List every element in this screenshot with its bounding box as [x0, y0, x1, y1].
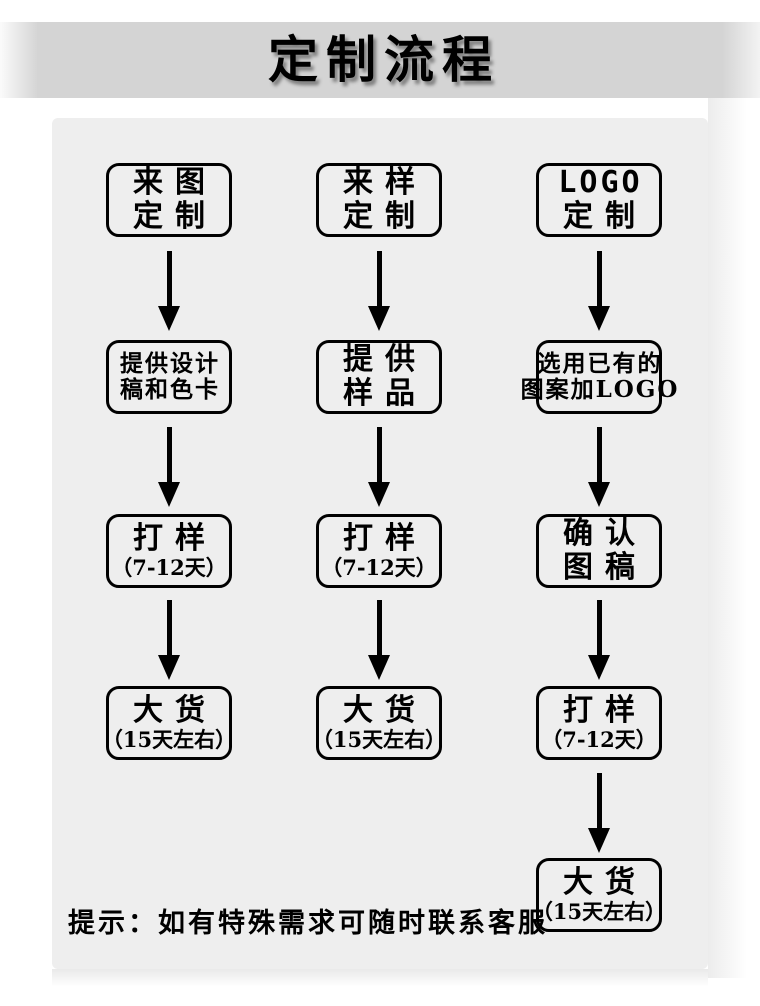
step-label: 来样	[343, 165, 427, 201]
title-banner: 定制流程	[0, 22, 760, 98]
flow-step-box: 确认 图稿	[536, 514, 662, 588]
step-label: 来图	[133, 165, 217, 201]
flow-step-box: 大货 （15天左右）	[102, 686, 236, 760]
down-arrow-icon	[588, 773, 610, 853]
bottom-edge-fade	[52, 969, 708, 991]
flow-step-box: 提供设计 稿和色卡	[106, 340, 232, 414]
step-label: LOGO	[558, 165, 643, 201]
step-duration: （15天左右）	[101, 727, 237, 753]
step-duration: （15天左右）	[311, 727, 447, 753]
step-label: 确认	[563, 516, 647, 552]
step-duration: （7-12天）	[321, 555, 437, 581]
down-arrow-icon	[158, 600, 180, 680]
step-label: 样品	[343, 376, 427, 411]
step-label: 图案加LOGO	[520, 376, 680, 403]
flow-step-box: 大货 （15天左右）	[532, 858, 666, 932]
down-arrow-icon	[158, 427, 180, 507]
down-arrow-icon	[368, 600, 390, 680]
down-arrow-icon	[588, 251, 610, 331]
step-label: 提供设计	[120, 350, 220, 378]
page-title: 定制流程	[268, 30, 500, 89]
step-label: 大货	[133, 693, 217, 729]
step-label: 图稿	[563, 550, 647, 585]
step-label: 打样	[133, 521, 217, 557]
step-duration: （7-12天）	[111, 555, 227, 581]
flowchart-panel: 来图 定制 提供设计 稿和色卡 打样 （7-12天） 大货 （15天左右） 来样…	[52, 118, 708, 969]
step-label: 定制	[343, 199, 427, 234]
flow-step-box: 打样 （7-12天）	[316, 514, 442, 588]
step-duration: （15天左右）	[531, 899, 667, 925]
step-label: 定制	[133, 199, 217, 234]
flow-column-logo: LOGO 定制 选用已有的 图案加LOGO 确认 图稿 打样 （7-12天） 大…	[494, 163, 704, 932]
down-arrow-icon	[588, 600, 610, 680]
down-arrow-icon	[588, 427, 610, 507]
step-label: 提供	[343, 342, 427, 378]
flow-step-box: 提供 样品	[316, 340, 442, 414]
tip-text: 提示：如有特殊需求可随时联系客服	[68, 908, 548, 939]
step-label: 稿和色卡	[120, 376, 220, 403]
down-arrow-icon	[158, 251, 180, 331]
step-label: 选用已有的	[537, 350, 663, 378]
step-label: 定制	[563, 199, 647, 234]
down-arrow-icon	[368, 251, 390, 331]
flow-step-box: 来样 定制	[316, 163, 442, 237]
flow-step-box: 选用已有的 图案加LOGO	[521, 340, 677, 414]
step-label: 大货	[563, 865, 647, 901]
flow-column-sample: 来样 定制 提供 样品 打样 （7-12天） 大货 （15天左右）	[274, 163, 484, 760]
step-duration: （7-12天）	[541, 727, 657, 753]
step-label: 大货	[343, 693, 427, 729]
flow-column-picture: 来图 定制 提供设计 稿和色卡 打样 （7-12天） 大货 （15天左右）	[64, 163, 274, 760]
flow-step-box: LOGO 定制	[536, 163, 662, 237]
flow-step-box: 打样 （7-12天）	[106, 514, 232, 588]
step-label: 打样	[343, 521, 427, 557]
flow-step-box: 大货 （15天左右）	[312, 686, 446, 760]
flow-step-box: 打样 （7-12天）	[536, 686, 662, 760]
right-edge-fade	[708, 98, 760, 978]
step-label: 打样	[563, 693, 647, 729]
flow-step-box: 来图 定制	[106, 163, 232, 237]
down-arrow-icon	[368, 427, 390, 507]
